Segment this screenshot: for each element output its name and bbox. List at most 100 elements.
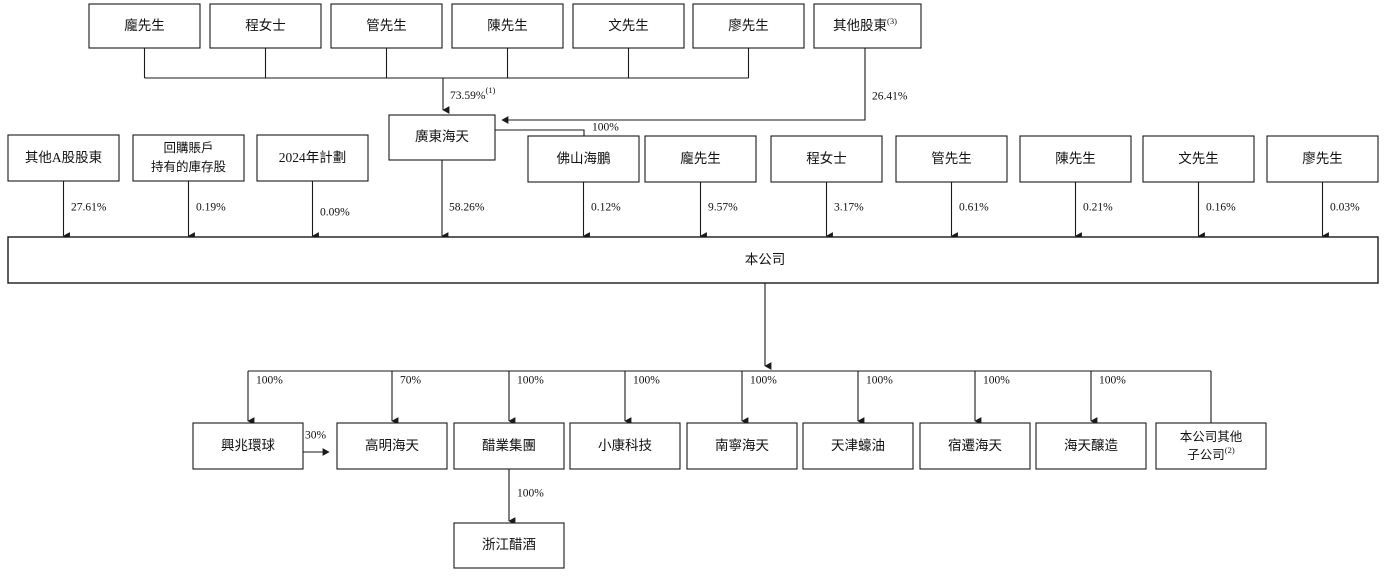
node-sub-xzhq[interactable]: 興兆環球 bbox=[192, 422, 304, 470]
node-gdht[interactable]: 廣東海天 bbox=[388, 114, 496, 161]
sub-gmht-label: 高明海天 bbox=[365, 437, 419, 453]
company-box[interactable] bbox=[7, 236, 1379, 284]
t2-cheng-label: 程女士 bbox=[806, 150, 847, 166]
node-t2-chen[interactable]: 陳先生 bbox=[1019, 135, 1132, 183]
sub-other-box[interactable] bbox=[1155, 422, 1267, 470]
node-other-a-shares[interactable]: 其他A股股東 bbox=[7, 134, 120, 182]
svg-text:子公司(2): 子公司(2) bbox=[1187, 445, 1235, 462]
t1-chen-box[interactable] bbox=[451, 3, 564, 49]
sub-nnht-label: 南寧海天 bbox=[715, 437, 769, 453]
node-t2-wen[interactable]: 文先生 bbox=[1142, 135, 1255, 183]
company-label: 本公司 bbox=[745, 252, 786, 267]
t1-other-superscript: (3) bbox=[887, 16, 897, 26]
node-sub-htnz[interactable]: 海天醸造 bbox=[1035, 422, 1147, 470]
buyback-label-line2: 持有的庫存股 bbox=[151, 159, 227, 174]
t2-guan-label: 管先生 bbox=[931, 151, 972, 166]
pct-sub-xzhq: 100% bbox=[256, 375, 283, 387]
sub-zjcj-box[interactable] bbox=[453, 522, 565, 569]
node-sub-sqht[interactable]: 宿遷海天 bbox=[919, 422, 1031, 470]
subsidiaries-group: 興兆環球 高明海天 醋業集團 小康科技 南寧海天 天津蠔油 bbox=[192, 422, 1267, 470]
node-sub-gmht[interactable]: 高明海天 bbox=[336, 422, 448, 470]
t2-liao-box[interactable] bbox=[1266, 135, 1379, 183]
sub-sqht-box[interactable] bbox=[919, 422, 1031, 470]
pct-9-57: 9.57% bbox=[708, 202, 738, 214]
t1-chen-label: 陳先生 bbox=[487, 18, 528, 33]
t2-pang-box[interactable] bbox=[644, 135, 757, 183]
node-t1-chen[interactable]: 陳先生 bbox=[451, 3, 564, 49]
t1-liao-box[interactable] bbox=[692, 3, 805, 49]
node-t1-guan[interactable]: 管先生 bbox=[330, 3, 443, 49]
node-sub-cyjt[interactable]: 醋業集團 bbox=[453, 422, 565, 470]
node-buyback-treasury[interactable]: 回購賬戶 持有的庫存股 bbox=[132, 134, 245, 182]
node-plan-2024[interactable]: 2024年計劃 bbox=[256, 134, 369, 182]
t1-other-box[interactable] bbox=[813, 3, 922, 49]
sub-cyjt-label: 醋業集團 bbox=[482, 438, 536, 453]
node-t2-guan[interactable]: 管先生 bbox=[895, 135, 1008, 183]
t2-cheng-box[interactable] bbox=[770, 135, 883, 183]
sub-sqht-label: 宿遷海天 bbox=[948, 437, 1002, 453]
sub-tjhy-label: 天津蠔油 bbox=[831, 437, 885, 453]
sub-tjhy-box[interactable] bbox=[802, 422, 914, 470]
node-sub-other[interactable]: 本公司其他 子公司(2) bbox=[1155, 422, 1267, 470]
tier1-group: 龐先生 程女士 管先生 陳先生 文先生 廖先生 bbox=[88, 3, 922, 49]
t1-other-label: 其他股東 bbox=[833, 18, 887, 33]
node-t1-wen[interactable]: 文先生 bbox=[572, 3, 685, 49]
sub-htnz-label: 海天醸造 bbox=[1064, 438, 1118, 453]
node-fshp[interactable]: 佛山海鵬 bbox=[527, 135, 640, 183]
pct-73-59-value: 73.59% bbox=[450, 90, 486, 102]
node-t1-other-shareholders[interactable]: 其他股東(3) bbox=[813, 3, 922, 49]
tier5-group: 100% 浙江醋酒 bbox=[453, 469, 565, 569]
t1-guan-box[interactable] bbox=[330, 3, 443, 49]
fshp-box[interactable] bbox=[527, 135, 640, 183]
pct-sub-sqht: 100% bbox=[983, 375, 1010, 387]
pct-sub-tjhy: 100% bbox=[866, 375, 893, 387]
t1-pang-box[interactable] bbox=[88, 3, 201, 49]
node-t1-cheng[interactable]: 程女士 bbox=[209, 3, 322, 49]
pct-26-41: 26.41% bbox=[872, 91, 908, 103]
gdht-box[interactable] bbox=[388, 114, 496, 161]
t2-chen-label: 陳先生 bbox=[1055, 151, 1096, 166]
pct-sub-htnz: 100% bbox=[1099, 375, 1126, 387]
t2-wen-box[interactable] bbox=[1142, 135, 1255, 183]
t1-cheng-box[interactable] bbox=[209, 3, 322, 49]
sub-other-superscript: (2) bbox=[1225, 445, 1235, 455]
sub-htnz-box[interactable] bbox=[1035, 422, 1147, 470]
node-sub-zjcj[interactable]: 浙江醋酒 bbox=[453, 522, 565, 569]
pct-73-59-superscript: (1) bbox=[485, 85, 495, 95]
pct-0-21: 0.21% bbox=[1083, 202, 1113, 214]
pct-0-16: 0.16% bbox=[1206, 202, 1236, 214]
node-sub-xkkj[interactable]: 小康科技 bbox=[569, 422, 681, 470]
buyback-label-line1: 回購賬戶 bbox=[163, 141, 213, 155]
sub-other-label-line1: 本公司其他 bbox=[1180, 430, 1243, 444]
pct-sub-xkkj: 100% bbox=[633, 375, 660, 387]
plan-2024-box[interactable] bbox=[256, 134, 369, 182]
t1-cheng-label: 程女士 bbox=[245, 17, 286, 33]
gdht-label: 廣東海天 bbox=[415, 128, 469, 144]
pct-sub-cyjt: 100% bbox=[517, 375, 544, 387]
pct-sub-gmht: 70% bbox=[400, 375, 422, 387]
node-t2-pang[interactable]: 龐先生 bbox=[644, 135, 757, 183]
node-t2-cheng[interactable]: 程女士 bbox=[770, 135, 883, 183]
t1-liao-label: 廖先生 bbox=[728, 17, 769, 33]
buyback-box[interactable] bbox=[132, 134, 245, 182]
t2-guan-box[interactable] bbox=[895, 135, 1008, 183]
pct-27-61: 27.61% bbox=[71, 202, 107, 214]
other-a-shares-box[interactable] bbox=[7, 134, 120, 182]
t1-wen-label: 文先生 bbox=[608, 18, 649, 33]
pct-0-09: 0.09% bbox=[320, 207, 350, 219]
sub-nnht-box[interactable] bbox=[686, 422, 798, 470]
tier2-group: 廣東海天 100% 其他A股股東 回購賬戶 持有的庫存股 2024年計劃 bbox=[7, 114, 1379, 183]
node-sub-tjhy[interactable]: 天津蠔油 bbox=[802, 422, 914, 470]
sub-xzhq-box[interactable] bbox=[192, 422, 304, 470]
node-company[interactable]: 本公司 bbox=[7, 236, 1379, 284]
t2-chen-box[interactable] bbox=[1019, 135, 1132, 183]
sub-xkkj-box[interactable] bbox=[569, 422, 681, 470]
node-sub-nnht[interactable]: 南寧海天 bbox=[686, 422, 798, 470]
node-t1-pang[interactable]: 龐先生 bbox=[88, 3, 201, 49]
node-t1-liao[interactable]: 廖先生 bbox=[692, 3, 805, 49]
sub-gmht-box[interactable] bbox=[336, 422, 448, 470]
node-t2-liao[interactable]: 廖先生 bbox=[1266, 135, 1379, 183]
fshp-label: 佛山海鵬 bbox=[557, 151, 611, 166]
sub-other-label-line2: 子公司 bbox=[1187, 448, 1225, 462]
